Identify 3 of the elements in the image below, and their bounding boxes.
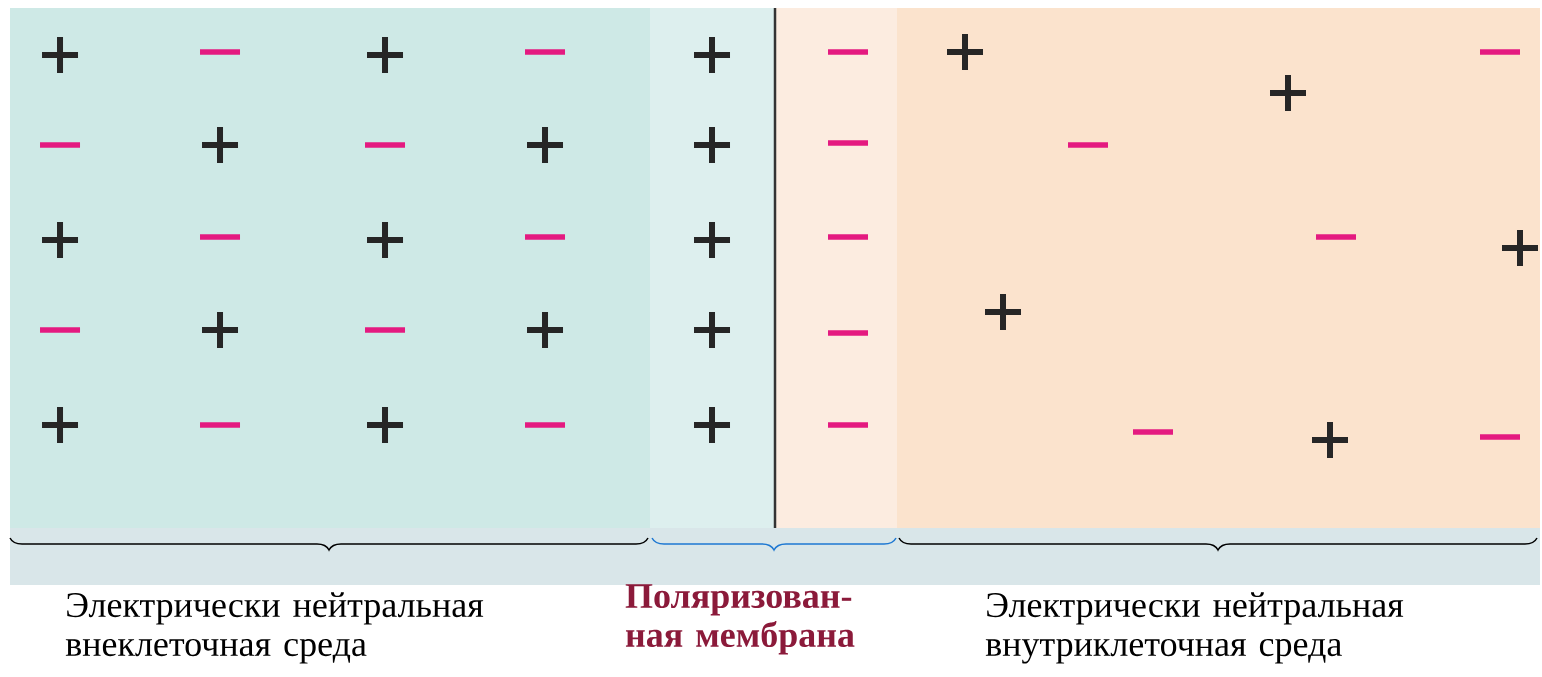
region-label: Электрически нейтральная внутриклеточная среда (985, 592, 1404, 664)
region-label: Поляризован- ная мембрана (625, 584, 855, 655)
region-label: Электрически нейтральная внеклеточная среда (65, 592, 484, 664)
